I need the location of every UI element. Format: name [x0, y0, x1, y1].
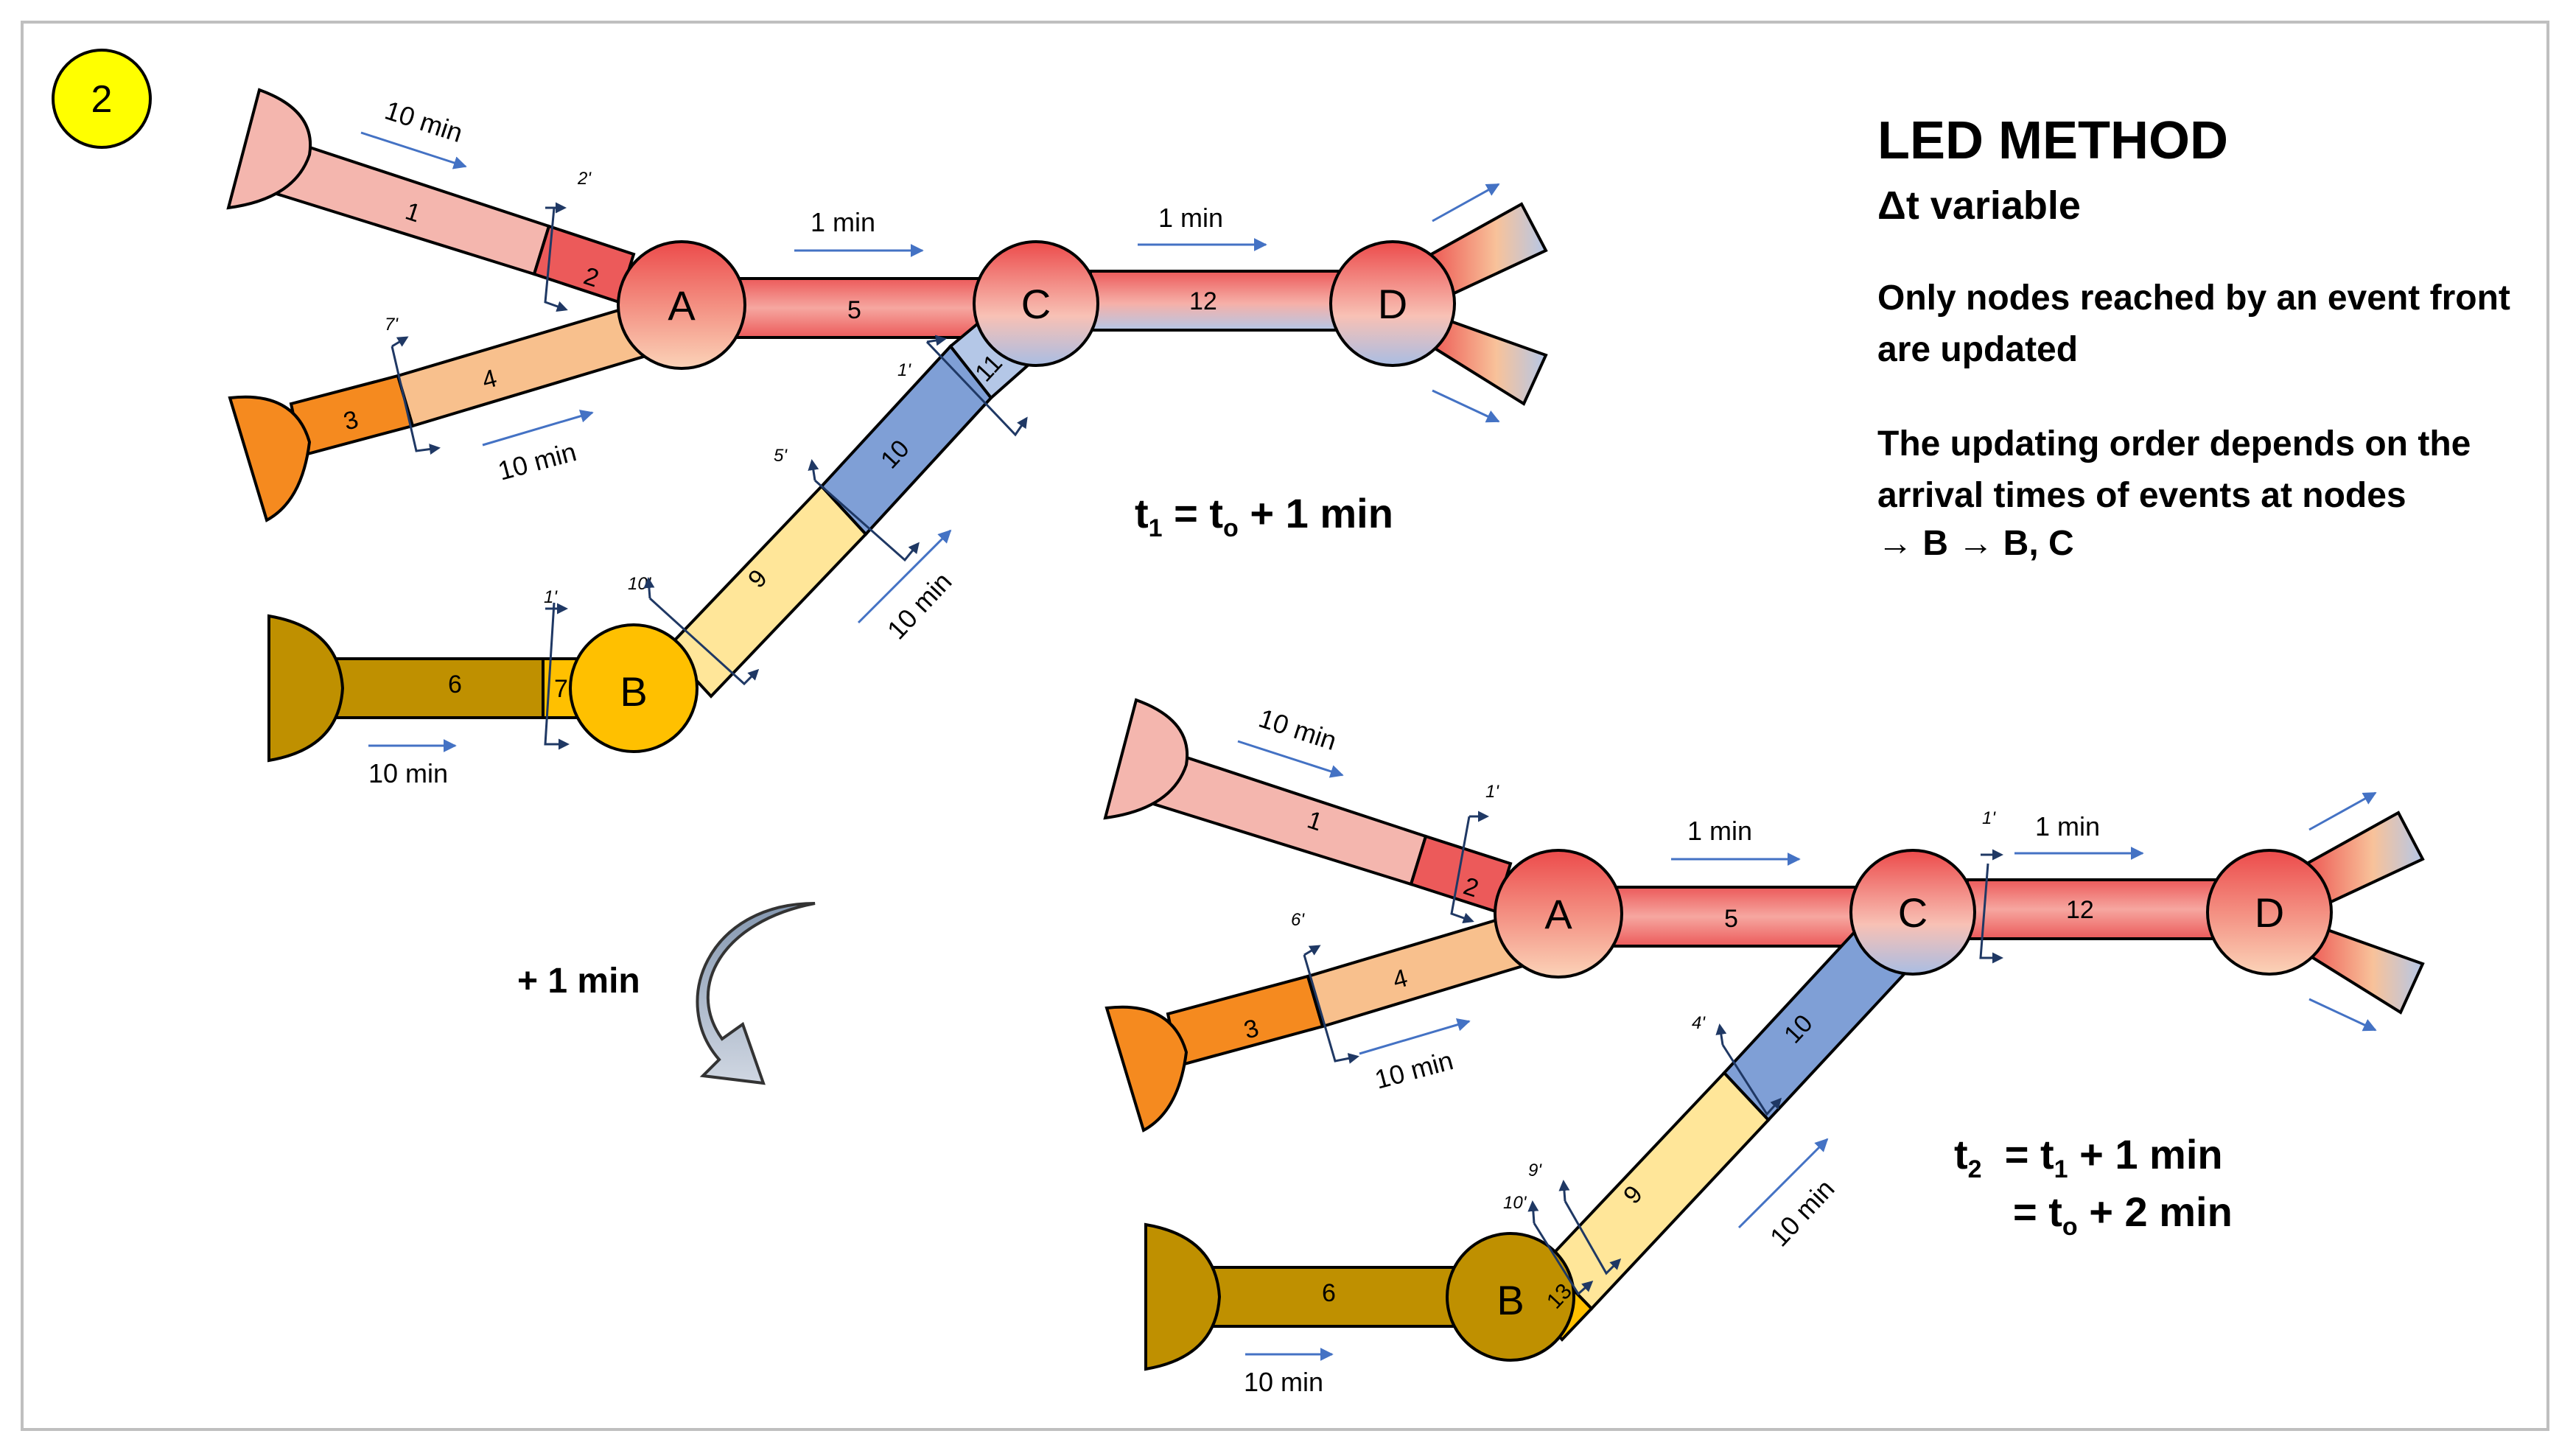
reservoir-3-b	[1105, 1005, 1189, 1133]
flow-label-pipe4-b: 10 min	[1371, 1045, 1456, 1095]
seg-label-7: 7	[554, 675, 568, 703]
node-D-label: D	[1378, 281, 1407, 327]
node-D-bottom	[2206, 849, 2333, 976]
equation-t2-line2: = to + 2 min	[2013, 1189, 2233, 1242]
pipe-1-b	[1149, 748, 1428, 886]
flow-label-pipe6: 10 min	[368, 758, 448, 788]
note-nodes-updated: Only nodes reached by an event front are…	[1877, 279, 2510, 369]
seg-label-5-b: 5	[1724, 905, 1738, 933]
pipe-12-b	[1966, 878, 2219, 940]
node-C-bottom	[1849, 849, 1976, 976]
flow-arrows-top	[360, 131, 1500, 752]
slide-number: 2	[91, 78, 113, 121]
flow-label-pipe1-b: 10 min	[1256, 703, 1340, 756]
seg-label-12-b: 12	[2066, 896, 2094, 924]
node-B-label: B	[620, 668, 647, 715]
event-fronts-bottom	[1303, 811, 2003, 1296]
flow-label-pipe12: 1 min	[1158, 203, 1223, 233]
event-fronts-top	[391, 202, 1028, 750]
front-label-1: 1'	[897, 360, 911, 380]
flow-label-pipe4: 10 min	[494, 436, 579, 486]
step-label: + 1 min	[517, 962, 640, 1001]
front-label-9-b: 9'	[1528, 1161, 1542, 1180]
front-label-5: 5'	[774, 446, 788, 466]
pipe-5	[728, 277, 981, 339]
flow-label-pipe9: 10 min	[881, 566, 958, 645]
front-label-10-b: 10'	[1503, 1193, 1527, 1213]
node-B-bottom	[1446, 1232, 1575, 1362]
front-label-1-b: 1'	[1485, 782, 1499, 802]
node-D-label-b: D	[2255, 889, 2284, 936]
pipe-6	[334, 657, 545, 719]
equation-t2-line1: t2 = t1 + 1 min	[1954, 1131, 2223, 1184]
slide-frame	[21, 21, 2549, 1431]
reservoir-1	[226, 88, 312, 210]
front-label-1c-b: 1'	[1982, 808, 1996, 828]
node-A-label: A	[668, 282, 696, 329]
node-B-top	[569, 623, 699, 753]
reservoir-1-b	[1103, 698, 1189, 820]
node-A-bottom	[1494, 849, 1623, 979]
seg-label-5: 5	[847, 296, 861, 324]
reservoir-6-b	[1144, 1222, 1222, 1371]
flow-label-pipe1: 10 min	[382, 95, 466, 148]
node-C-top	[973, 240, 1099, 367]
equation-t1: t1 = to + 1 min	[1135, 490, 1393, 543]
seg-label-6: 6	[448, 671, 462, 699]
reservoir-3	[228, 395, 312, 522]
page-subtitle: Δt variable	[1877, 183, 2081, 228]
flow-label-pipe5: 1 min	[811, 207, 875, 237]
pipe-4	[396, 304, 651, 428]
pipe-5-b	[1605, 886, 1858, 948]
seg-label-12: 12	[1189, 287, 1217, 315]
pipe-4-b	[1306, 914, 1527, 1029]
page-title: LED METHOD	[1877, 111, 2228, 170]
node-A-label-b: A	[1544, 891, 1572, 937]
network-top: A C D B 1 2 3 4 5 6 7 9 10 11 12 10 min …	[226, 88, 1548, 788]
note-update-order: The updating order depends on the arriva…	[1877, 424, 2471, 515]
flow-label-pipe6-b: 10 min	[1244, 1367, 1323, 1397]
flow-label-pipe5-b: 1 min	[1687, 816, 1752, 846]
node-C-label-b: C	[1898, 889, 1928, 936]
pipe-12	[1089, 270, 1342, 332]
node-D-top	[1329, 240, 1456, 367]
front-label-7: 7'	[385, 315, 399, 335]
pipe-9-b	[1544, 1071, 1771, 1311]
seg-label-6-b: 6	[1322, 1279, 1336, 1307]
front-label-1b: 1'	[544, 587, 558, 607]
pipe-9	[665, 484, 868, 699]
flow-label-pipe9-b: 10 min	[1764, 1173, 1841, 1252]
front-label-6-b: 6'	[1291, 910, 1305, 930]
node-C-label: C	[1021, 281, 1051, 327]
node-A-top	[617, 240, 746, 370]
arrival-order: → B → B, C	[1877, 524, 2074, 563]
time-step-arrow	[696, 902, 816, 1085]
front-label-4-b: 4'	[1692, 1013, 1706, 1033]
reservoir-6	[267, 614, 345, 763]
slide-number-badge: 2	[52, 49, 152, 149]
flow-label-pipe12-b: 1 min	[2035, 811, 2100, 841]
front-label-2: 2'	[577, 169, 592, 189]
network-bottom: A C D B 1 2 3 4 5 6 9 10 12 13 10 min 10…	[1103, 698, 2425, 1397]
node-B-label-b: B	[1496, 1277, 1524, 1323]
pipe-6-b	[1211, 1266, 1457, 1328]
flow-arrows-bottom	[1237, 740, 2377, 1361]
